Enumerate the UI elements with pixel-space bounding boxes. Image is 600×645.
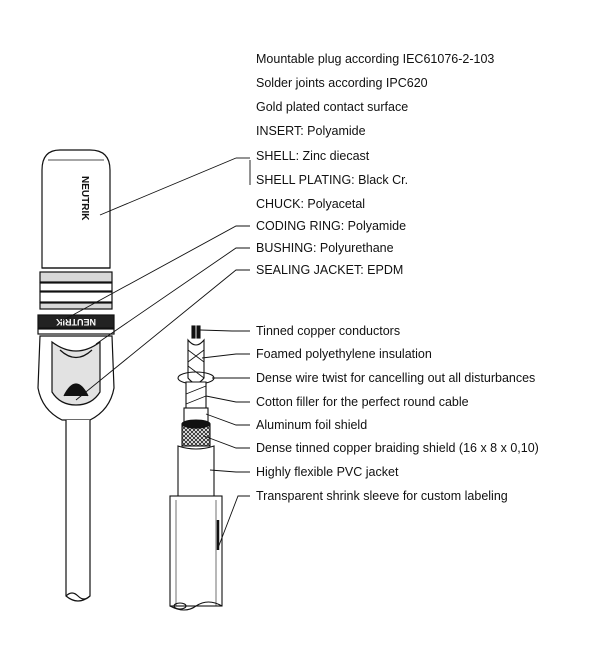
shell-brand-text: NEUTRIK xyxy=(79,176,90,221)
spec-label-chuck: CHUCK: Polyacetal xyxy=(256,197,366,211)
layer-label-shrink-sleeve: Transparent shrink sleeve for custom lab… xyxy=(256,489,508,503)
spec-label-gold-plated: Gold plated contact surface xyxy=(256,100,409,114)
conductor-tips xyxy=(191,325,196,339)
layer-label-cotton-filler: Cotton filler for the perfect round cabl… xyxy=(256,395,469,409)
ring-brand-text: NEUTRIK xyxy=(56,317,96,327)
layer-label-insulation: Foamed polyethylene insulation xyxy=(256,347,432,361)
layer-label-braiding-shield: Dense tinned copper braiding shield (16 … xyxy=(256,441,539,455)
bushing-band xyxy=(37,314,115,329)
leader-lines xyxy=(59,157,251,549)
layer-label-conductors: Tinned copper conductors xyxy=(256,324,401,338)
spec-label-mountable-plug: Mountable plug according IEC61076-2-103 xyxy=(256,52,495,66)
spec-label-insert: INSERT: Polyamide xyxy=(256,124,366,138)
cable-cutaway xyxy=(169,325,223,611)
shrink-sleeve xyxy=(169,495,223,607)
pvc-jacket xyxy=(177,445,215,501)
layer-label-foil-shield: Aluminum foil shield xyxy=(256,418,368,432)
layer-label-pvc-jacket: Highly flexible PVC jacket xyxy=(256,465,399,479)
xlr-connector: NEUTRIK NEUTRIK xyxy=(37,149,115,602)
spec-label-sealing-jacket: SEALING JACKET: EPDM xyxy=(256,263,404,277)
coding-ring xyxy=(39,271,113,283)
spec-label-solder-joints: Solder joints according IPC620 xyxy=(256,76,428,90)
spec-label-shell: SHELL: Zinc diecast xyxy=(256,149,370,163)
connector-cable xyxy=(65,420,91,602)
layer-label-wire-twist: Dense wire twist for cancelling out all … xyxy=(256,371,536,385)
spec-label-shell-plating: SHELL PLATING: Black Cr. xyxy=(256,173,409,187)
spec-label-coding-ring: CODING RING: Polyamide xyxy=(256,219,407,233)
connector-shell xyxy=(41,149,111,269)
spec-label-bushing: BUSHING: Polyurethane xyxy=(256,241,394,255)
